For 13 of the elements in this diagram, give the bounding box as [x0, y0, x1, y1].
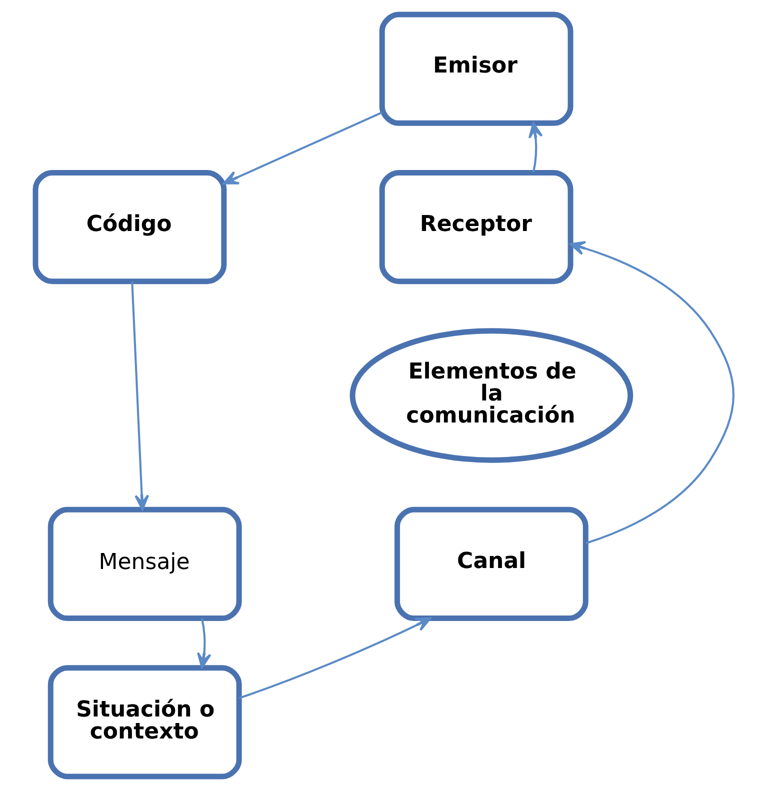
arrow — [528, 122, 543, 172]
arrow — [570, 240, 734, 544]
node-box: Receptor — [379, 169, 574, 284]
node-box: Mensaje — [48, 506, 242, 621]
arrow — [131, 280, 150, 510]
arrow — [222, 111, 382, 184]
node-box: Situación o contexto — [48, 664, 242, 779]
arrow — [197, 618, 212, 668]
node-box: Canal — [394, 506, 588, 621]
arrow — [238, 616, 432, 699]
node-box: Emisor — [379, 11, 574, 126]
node-ellipse: Elementos de la comunicación — [350, 328, 634, 462]
node-box: Código — [32, 169, 227, 284]
